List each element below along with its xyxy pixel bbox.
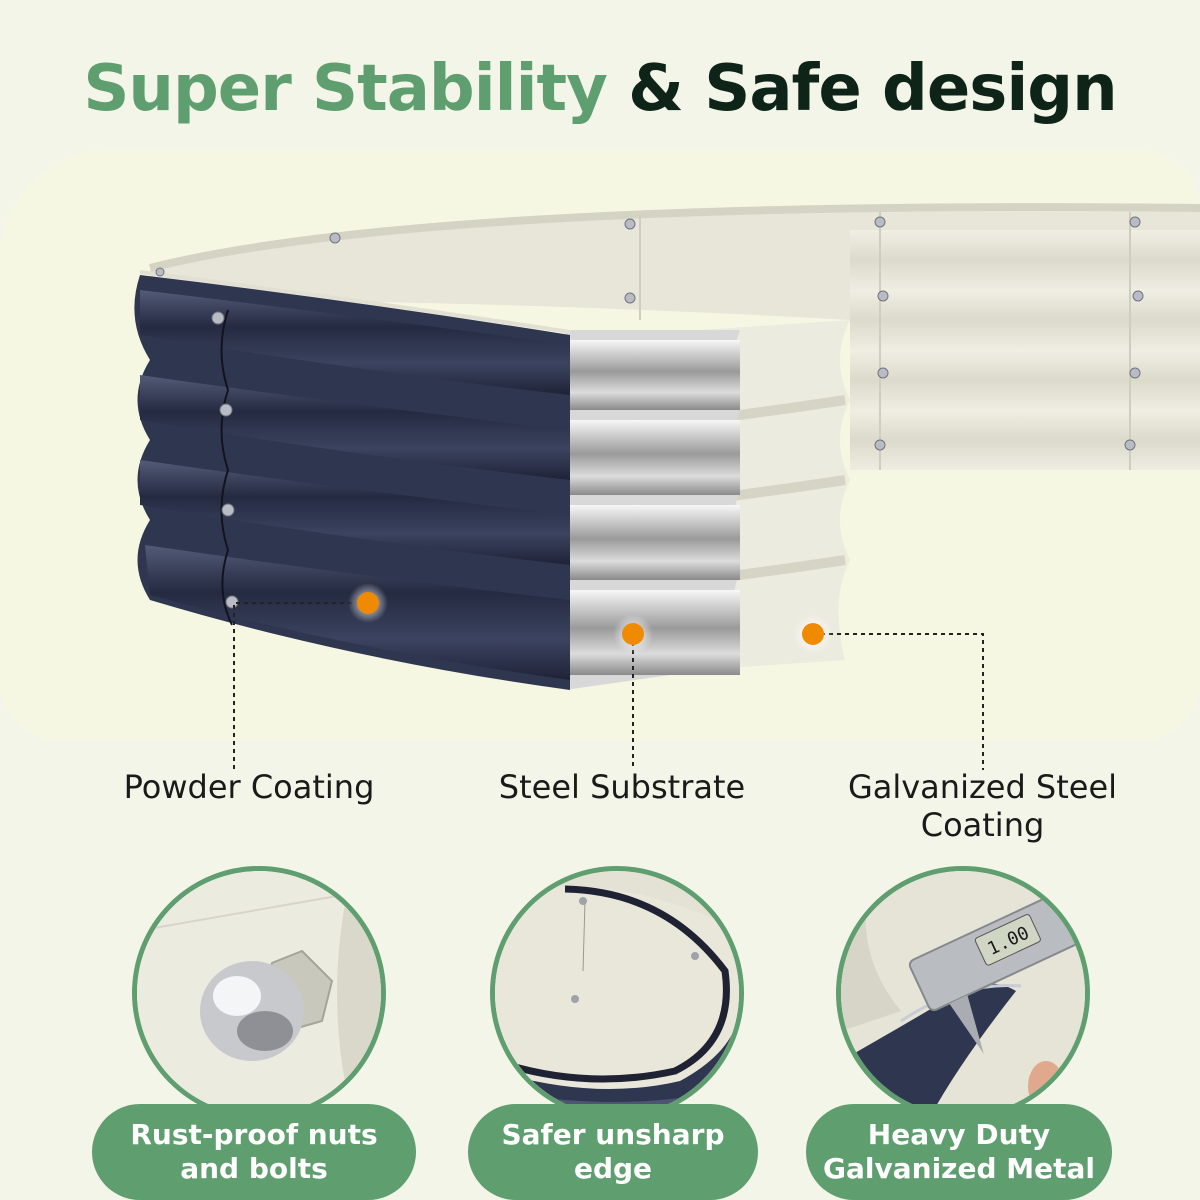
page-title: Super Stability & Safe design (0, 52, 1200, 126)
feature-label-heavy-duty: Heavy Duty Galvanized Metal (806, 1104, 1112, 1200)
rounded-rim-icon (495, 885, 730, 1083)
leader-lines (233, 602, 984, 770)
title-highlight: Super Stability (83, 52, 608, 126)
label-galvanized-steel-coating: Galvanized Steel Coating (800, 768, 1165, 844)
feature3-line1: Heavy Duty (867, 1118, 1051, 1151)
feature1-line2: and bolts (180, 1152, 328, 1185)
label-steel-substrate: Steel Substrate (498, 768, 746, 806)
bolt-heads (155, 216, 1144, 609)
feature2-line2: edge (573, 1152, 653, 1185)
label-powder-coating: Powder Coating (123, 768, 375, 806)
feature1-line1: Rust-proof nuts (130, 1118, 378, 1151)
marker-steel-substrate (622, 623, 644, 645)
label-galvanized-line2: Coating (920, 806, 1045, 844)
marker-galvanized-coating (802, 623, 824, 645)
feature-image-nuts-bolts (132, 866, 386, 1120)
marker-powder-coating (357, 592, 379, 614)
powder-coating-layer (134, 270, 571, 690)
label-galvanized-line1: Galvanized Steel (847, 768, 1118, 806)
feature-label-unsharp-edge: Safer unsharp edge (468, 1104, 758, 1200)
title-rest: & Safe design (628, 52, 1118, 126)
feature-image-unsharp-edge (490, 866, 744, 1120)
feature3-line2: Galvanized Metal (823, 1152, 1095, 1185)
layer-markers (348, 583, 833, 654)
feature-image-heavy-duty: 1.00 (836, 866, 1090, 1120)
steel-substrate-layer (565, 330, 740, 690)
feature-label-nuts-bolts: Rust-proof nuts and bolts (92, 1104, 416, 1200)
feature2-line1: Safer unsharp (501, 1118, 725, 1151)
bed-back-wall (149, 203, 1200, 470)
